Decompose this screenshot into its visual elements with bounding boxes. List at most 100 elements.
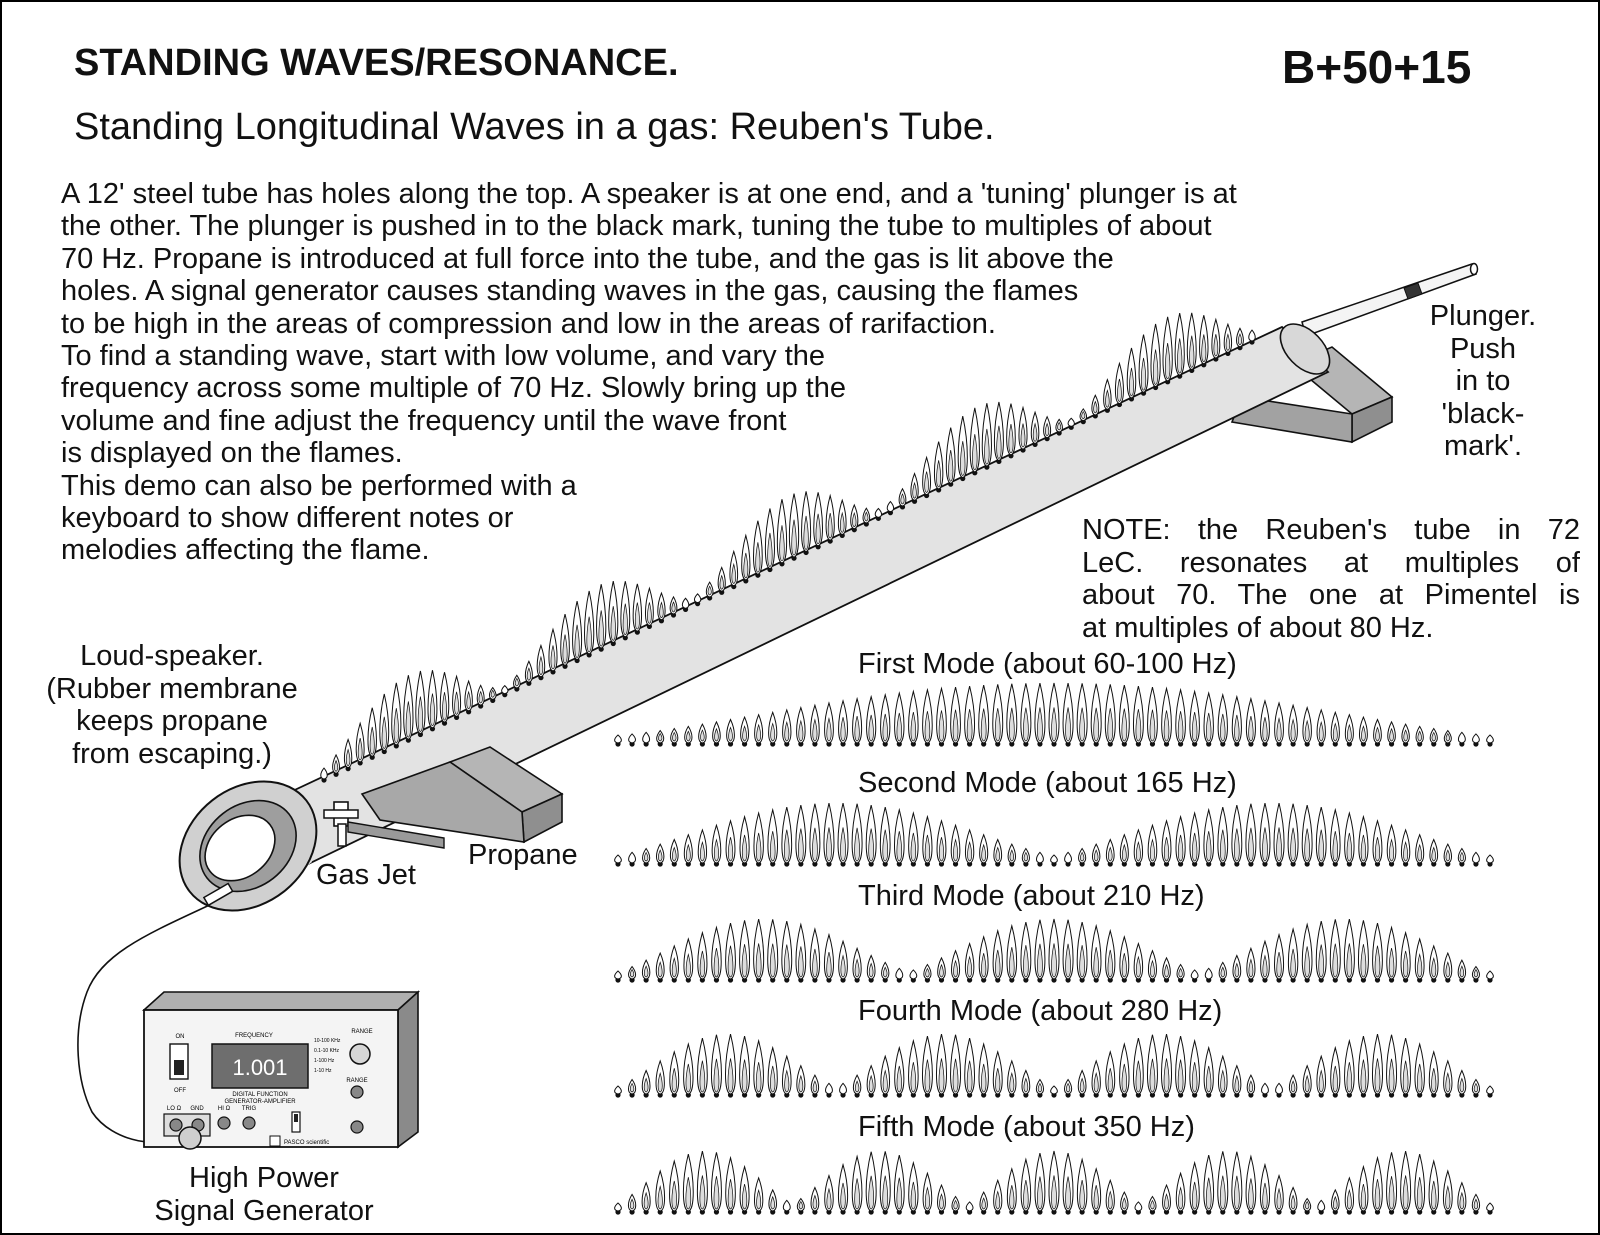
mode-3-flame — [683, 937, 694, 983]
mode-4-flame — [725, 1033, 736, 1098]
tube-flame — [705, 581, 714, 601]
mode-1-flame — [880, 692, 891, 747]
mode-2-flame — [781, 807, 793, 867]
tube-flame — [1079, 408, 1088, 425]
mode-3-flame — [711, 925, 722, 983]
mode-5-flame — [1457, 1181, 1467, 1215]
signal-generator-label: High Power Signal Generator — [134, 1162, 394, 1227]
mode-4-flame — [1372, 1033, 1383, 1098]
mode-5-flame — [1189, 1160, 1200, 1215]
tube-flame — [644, 586, 654, 630]
mode-3-flame — [964, 941, 975, 983]
mode-1-flame — [1260, 699, 1270, 747]
mode-4-flame — [614, 1085, 622, 1098]
mode-3-flame — [1218, 961, 1227, 983]
mode-1-flame — [1090, 683, 1102, 747]
tube-flame — [584, 590, 595, 658]
page-title: STANDING WAVES/RESONANCE. — [74, 42, 679, 84]
mode-2-flame — [767, 807, 779, 867]
mode-5-flame — [824, 1173, 834, 1215]
mode-2-flame — [1415, 833, 1425, 867]
mode-3-title: Third Mode (about 210 Hz) — [858, 880, 1205, 912]
tube-flame — [862, 507, 871, 527]
mode-4-flame — [1132, 1038, 1144, 1098]
mode-1-flame — [1161, 686, 1172, 747]
mode-5-flame — [1175, 1171, 1186, 1215]
tube-flame — [813, 492, 823, 550]
mode-5-flame — [1486, 1202, 1494, 1215]
mode-4-flame — [1175, 1036, 1186, 1098]
mode-3-flame — [781, 921, 793, 983]
mode-3-flame — [1119, 935, 1130, 983]
tube-flame — [910, 472, 919, 504]
mode-3-flame — [1429, 944, 1439, 983]
mode-5-flame — [1303, 1197, 1312, 1215]
tube-flame — [922, 455, 932, 499]
mode-5-flame — [1400, 1150, 1412, 1215]
mode-1-flame — [1344, 713, 1354, 747]
tube-flame — [620, 581, 631, 641]
tube-flame — [1236, 327, 1244, 351]
mode-1-flame — [712, 720, 721, 747]
generator-model-line2: GENERATOR-AMPLIFIER — [224, 1099, 296, 1105]
mode-5-title: Fifth Mode (about 350 Hz) — [858, 1111, 1195, 1143]
mode-4-flame — [964, 1038, 976, 1098]
mode-3-flame — [725, 923, 736, 983]
mode-4-flame — [1330, 1045, 1341, 1098]
mode-1-flame — [1302, 705, 1312, 747]
mode-1-flame — [866, 694, 877, 747]
mode-4-flame — [669, 1050, 680, 1098]
label-line: (Rubber membrane — [46, 672, 298, 705]
mode-4-flame — [1050, 1085, 1058, 1098]
mode-2-flame — [1457, 847, 1466, 867]
signal-cable — [77, 901, 217, 1144]
mode-3-flame — [1105, 928, 1116, 983]
tube-flame — [439, 672, 450, 726]
mode-3-flame — [1260, 939, 1270, 983]
label-line: keeps propane — [76, 705, 268, 737]
plunger-rod — [1301, 262, 1479, 337]
mode-4-flame — [950, 1034, 961, 1098]
mode-2-flame — [1035, 851, 1044, 867]
mode-1-flame — [1048, 682, 1060, 747]
mode-5-flame — [865, 1151, 877, 1215]
mode-4-flame — [1344, 1038, 1355, 1098]
mode-3-flame — [1020, 921, 1032, 983]
mode-5-flame — [1428, 1159, 1439, 1215]
mode-3-flame — [838, 939, 848, 983]
mode-5-flame — [739, 1164, 750, 1215]
mode-1-flame — [964, 685, 976, 747]
mode-4-flame — [1275, 1082, 1283, 1098]
mode-3-flame — [992, 928, 1003, 983]
mode-2-title: Second Mode (about 165 Hz) — [858, 767, 1237, 799]
mode-1-flame — [1457, 731, 1466, 747]
mode-3-flame — [1190, 969, 1199, 983]
description-line: keyboard to show different notes or — [61, 502, 514, 535]
tube-flame — [464, 679, 473, 715]
mode-4-flame — [627, 1078, 637, 1098]
mode-3-flame — [697, 930, 708, 983]
mode-5-flame — [1245, 1154, 1257, 1215]
mode-4-flame — [1007, 1059, 1017, 1098]
output-plug — [178, 1126, 202, 1150]
mode-3-flame — [1443, 951, 1453, 983]
mode-3-flame — [655, 951, 665, 983]
mode-5-flame — [1162, 1183, 1171, 1215]
mode-3-flame — [628, 965, 637, 983]
description-line: 70 Hz. Propane is introduced at full for… — [61, 242, 1114, 275]
loudspeaker-label: Loud-speaker. (Rubber membrane keeps pro… — [22, 640, 322, 770]
mode-1-flame — [1387, 720, 1396, 747]
mode-3-flame — [1372, 923, 1383, 983]
tube-flame — [1043, 415, 1052, 442]
mode-3-flame — [1457, 959, 1467, 983]
mode-2-flame — [1119, 833, 1129, 867]
mode-2-flame — [936, 819, 947, 867]
mode-4-flame — [1119, 1042, 1130, 1098]
mode-4-title: Fourth Mode (about 280 Hz) — [858, 995, 1223, 1027]
mode-1-flame — [796, 705, 806, 747]
mode-5-flame — [796, 1197, 805, 1215]
mode-4-flame — [1302, 1064, 1312, 1098]
mode-1-flame — [1062, 682, 1074, 747]
mode-3-flame — [1274, 932, 1285, 983]
